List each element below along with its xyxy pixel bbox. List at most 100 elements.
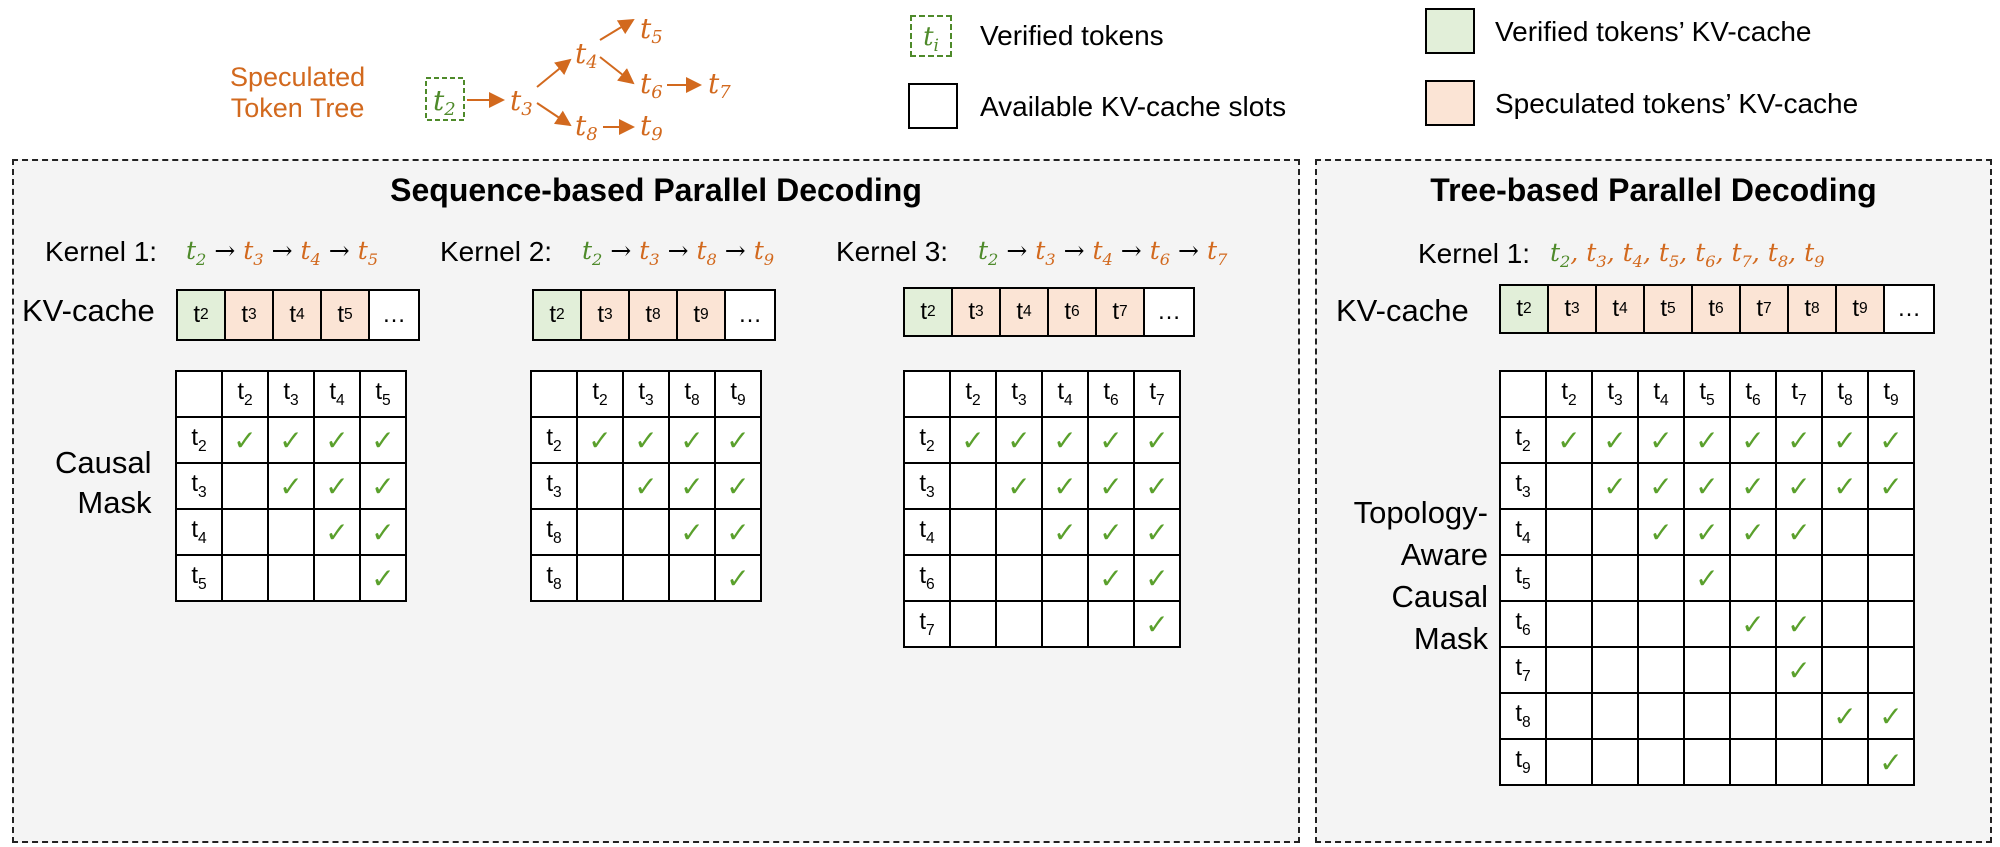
mask-empty: [1637, 738, 1685, 786]
mask-empty: [1545, 508, 1593, 556]
tree-node-t5: t5: [640, 12, 663, 48]
tree-node-t6: t6: [640, 67, 663, 103]
mask-check: ✓: [313, 416, 361, 464]
mask-row: t9✓: [1499, 738, 1915, 786]
mask-col-header-t6: t6: [1087, 370, 1135, 418]
mask-check: ✓: [1683, 416, 1731, 464]
sequence-arrow: →: [998, 236, 1036, 265]
mask-check: ✓: [1775, 416, 1823, 464]
mask-check: ✓: [1729, 508, 1777, 556]
mask-row: t6✓✓: [1499, 600, 1915, 648]
mask-empty: [1591, 508, 1639, 556]
mask-row-header-t3: t3: [903, 462, 951, 510]
mask-check: ✓: [221, 416, 269, 464]
mask-col-header-t3: t3: [995, 370, 1043, 418]
mask-col-header-t7: t7: [1775, 370, 1823, 418]
mask-check: ✓: [359, 416, 407, 464]
mask-row: t8✓✓: [1499, 692, 1915, 740]
mask-row: t5✓: [1499, 554, 1915, 602]
legend-verified-tokens: Verified tokens: [980, 20, 1164, 51]
mask-col-header-t7: t7: [1133, 370, 1181, 418]
mask-row-header-t2: t2: [903, 416, 951, 464]
mask-row-header-t7: t7: [903, 600, 951, 648]
mask-row: t6✓✓: [903, 554, 1181, 602]
mask-empty: [1867, 554, 1915, 602]
mask-row: t8 ✓: [530, 554, 762, 602]
mask-row-header-t5: t5: [1499, 554, 1547, 602]
mask-empty: [622, 508, 670, 556]
mask-empty: [1637, 554, 1685, 602]
sequence-arrow: →: [602, 236, 640, 265]
mask-row-header-t6: t6: [903, 554, 951, 602]
mask-corner: [903, 370, 951, 418]
mask-col-header-t8: t8: [668, 370, 716, 418]
sequence-arrow: →: [1055, 236, 1093, 265]
sequence-mask-label: Causal Mask: [55, 443, 152, 524]
mask-empty: [576, 508, 624, 556]
mask-empty: [1087, 600, 1135, 648]
sequence-token-t4: t4: [300, 236, 321, 269]
mask-empty: [949, 554, 997, 602]
mask-empty: [267, 508, 315, 556]
tree-edge-t3-t4: [536, 58, 572, 88]
mask-row-header-t7: t7: [1499, 646, 1547, 694]
mask-row-header-t2: t2: [1499, 416, 1547, 464]
sequence-token-t8: t8: [1767, 238, 1789, 271]
mask-check: ✓: [714, 554, 762, 602]
mask-empty: [995, 600, 1043, 648]
mask-check: ✓: [359, 554, 407, 602]
mask-check: ✓: [1821, 416, 1869, 464]
mask-col-header-t2: t2: [221, 370, 269, 418]
seq-kernel-1-label: Kernel 1:: [45, 236, 158, 267]
mask-row-header-t8: t8: [530, 554, 578, 602]
legend-verified-kv: Verified tokens’ KV-cache: [1495, 16, 1812, 47]
mask-row: t7✓: [903, 600, 1181, 648]
mask-empty: [1591, 646, 1639, 694]
mask-corner: [530, 370, 578, 418]
tree-node-t2: t2: [433, 84, 456, 120]
mask-empty: [1775, 692, 1823, 740]
mask-check: ✓: [1041, 416, 1089, 464]
mask-check: ✓: [1591, 462, 1639, 510]
mask-row: t3✓✓✓✓: [903, 462, 1181, 510]
mask-empty: [1775, 554, 1823, 602]
mask-empty: [1545, 600, 1593, 648]
verified-token-swatch: ti: [910, 15, 952, 57]
sequence-comma: ,: [1606, 238, 1623, 267]
sequence-arrow: →: [206, 236, 244, 265]
sequence-comma: ,: [1679, 238, 1696, 267]
mask-row-header-t4: t4: [903, 508, 951, 556]
sequence-token-t6: t6: [1149, 236, 1171, 269]
tree-edge-t3-t8: [536, 102, 572, 127]
verified-kv-swatch: [1425, 8, 1475, 54]
mask-row: t8✓✓: [530, 508, 762, 556]
tree-mask-label-line4: Mask: [1413, 620, 1488, 656]
tree-kv-label: KV-cache: [1336, 293, 1469, 328]
mask-empty: [1591, 554, 1639, 602]
mask-col-header-t2: t2: [576, 370, 624, 418]
mask-row: t4✓✓✓: [903, 508, 1181, 556]
sequence-arrow: →: [320, 236, 358, 265]
sequence-kv-label: KV-cache: [22, 293, 155, 328]
mask-check: ✓: [1729, 462, 1777, 510]
mask-check: ✓: [1133, 462, 1181, 510]
mask-col-header-t2: t2: [1545, 370, 1593, 418]
sequence-token-t9: t9: [753, 236, 775, 269]
tree-label-line2: Token Tree: [230, 93, 365, 124]
sequence-token-t2: t2: [186, 236, 207, 269]
tree-label: Speculated Token Tree: [230, 62, 365, 124]
mask-check: ✓: [1591, 416, 1639, 464]
sequence-token-t5: t5: [357, 236, 379, 269]
mask-empty: [1545, 738, 1593, 786]
mask-col-header-t8: t8: [1821, 370, 1869, 418]
mask-row-header-t3: t3: [175, 462, 223, 510]
